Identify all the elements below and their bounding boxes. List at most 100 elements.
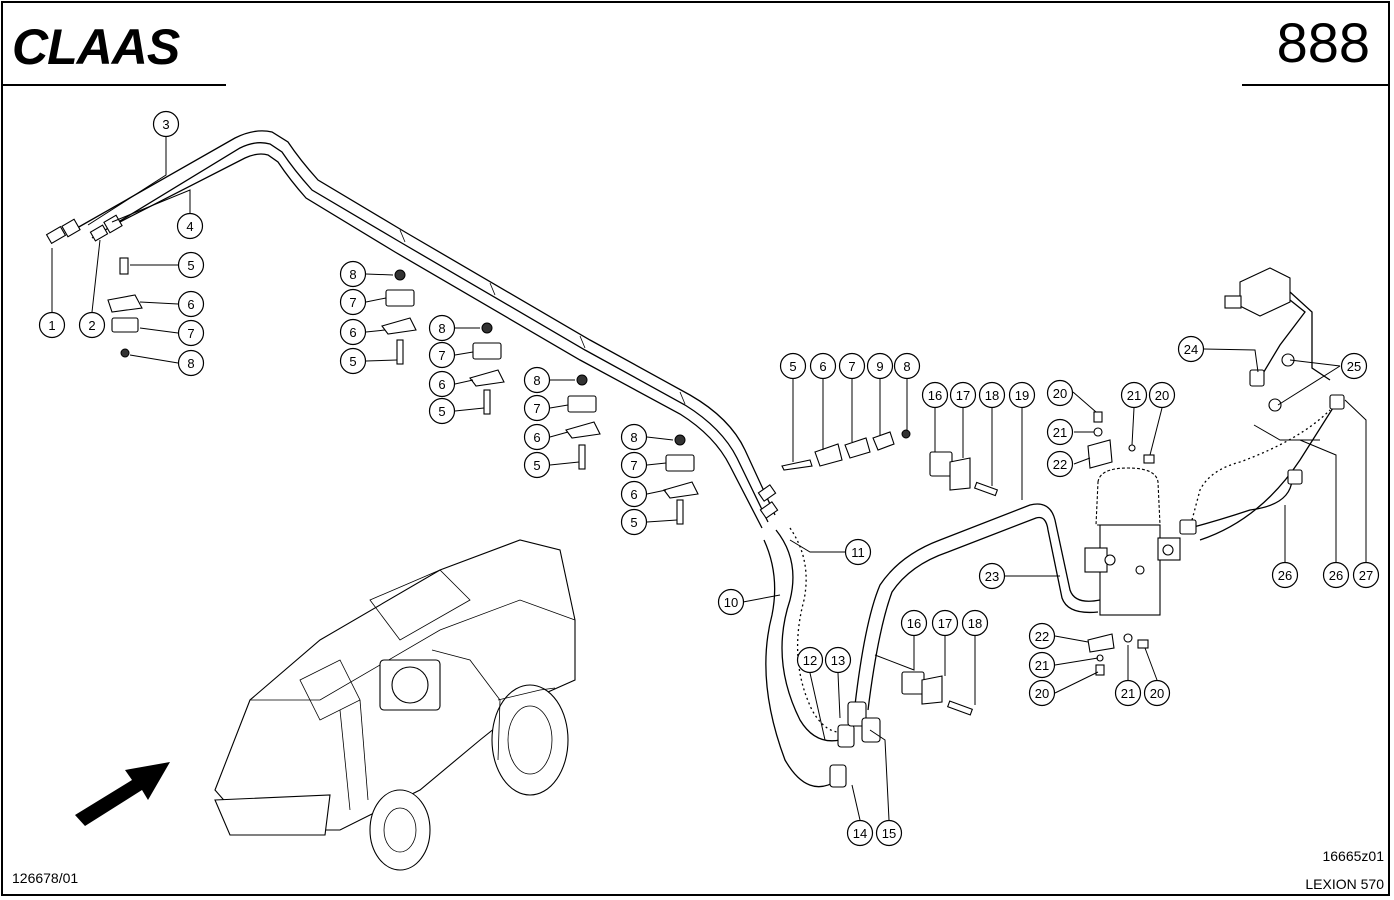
callout-20: 20 [1046, 379, 1074, 407]
callout-8: 8 [339, 260, 367, 288]
callout-circle [523, 423, 551, 451]
callout-circle [1028, 622, 1056, 650]
callout-circle [1046, 418, 1074, 446]
drawing-reference: 16665z01 [1322, 848, 1384, 864]
callout-number: 21 [1035, 658, 1049, 673]
callout-number: 20 [1150, 686, 1164, 701]
callout-17: 17 [931, 609, 959, 637]
callout-17: 17 [949, 381, 977, 409]
callout-number: 8 [533, 373, 540, 388]
callout-circle [1120, 381, 1148, 409]
callout-21: 21 [1046, 418, 1074, 446]
callout-circle [1352, 561, 1380, 589]
callout-5: 5 [523, 451, 551, 479]
callout-circle [961, 609, 989, 637]
callout-number: 6 [819, 359, 826, 374]
header-rule-left [2, 84, 226, 86]
callout-7: 7 [428, 341, 456, 369]
callout-circle [620, 508, 648, 536]
callout-circle [844, 538, 872, 566]
callout-8: 8 [620, 423, 648, 451]
callout-22: 22 [1046, 450, 1074, 478]
callout-circle [620, 480, 648, 508]
callout-circle [1008, 381, 1036, 409]
callout-number: 18 [985, 388, 999, 403]
callout-circle [1046, 379, 1074, 407]
callout-19: 19 [1008, 381, 1036, 409]
callout-number: 19 [1015, 388, 1029, 403]
callout-circle [796, 646, 824, 674]
callout-9: 9 [866, 352, 894, 380]
callout-number: 7 [187, 326, 194, 341]
callout-number: 10 [724, 595, 738, 610]
callout-number: 6 [533, 430, 540, 445]
callout-circle [1177, 335, 1205, 363]
callout-circle [78, 311, 106, 339]
callout-4: 4 [176, 212, 204, 240]
callout-3: 3 [152, 110, 180, 138]
brand-logo-text: CLAAS [12, 19, 180, 74]
callout-number: 5 [349, 354, 356, 369]
callout-circle [846, 819, 874, 847]
callout-circle [838, 352, 866, 380]
callout-15: 15 [875, 819, 903, 847]
callout-circle [177, 319, 205, 347]
callout-circle [1340, 352, 1368, 380]
callout-number: 8 [438, 321, 445, 336]
callout-6: 6 [523, 423, 551, 451]
callout-circle [875, 819, 903, 847]
callout-8: 8 [893, 352, 921, 380]
callout-circle [428, 341, 456, 369]
callout-number: 6 [630, 487, 637, 502]
valve-brackets-22 [1087, 411, 1155, 676]
callout-circle [978, 381, 1006, 409]
callout-number: 8 [349, 267, 356, 282]
callout-16: 16 [900, 609, 928, 637]
clamp-set-3 [469, 322, 505, 415]
callout-6: 6 [809, 352, 837, 380]
callout-number: 9 [876, 359, 883, 374]
callout-number: 5 [187, 258, 194, 273]
callout-23: 23 [978, 562, 1006, 590]
machine-model: LEXION 570 [1305, 876, 1384, 892]
callout-21: 21 [1028, 651, 1056, 679]
callout-6: 6 [428, 370, 456, 398]
callout-6: 6 [620, 480, 648, 508]
hose-assembly-right [1179, 394, 1345, 541]
callout-circle [921, 381, 949, 409]
callout-circle [1322, 561, 1350, 589]
callout-circle [1143, 679, 1171, 707]
callout-26: 26 [1322, 561, 1350, 589]
callout-6: 6 [339, 318, 367, 346]
callout-circle [1114, 679, 1142, 707]
callout-circle [176, 212, 204, 240]
callout-number: 1 [48, 318, 55, 333]
callout-number: 6 [438, 377, 445, 392]
leader-lines [51, 137, 1367, 821]
callout-number: 27 [1359, 568, 1373, 583]
callout-8: 8 [428, 314, 456, 342]
clamp-set-2 [381, 269, 417, 365]
callout-number: 13 [831, 653, 845, 668]
callout-circle [339, 347, 367, 375]
callout-circle [620, 451, 648, 479]
callout-circle [1271, 561, 1299, 589]
callout-20: 20 [1143, 679, 1171, 707]
callout-24: 24 [1177, 335, 1205, 363]
callout-number: 20 [1035, 686, 1049, 701]
clamp-set-4 [565, 374, 601, 470]
document-reference: 126678/01 [12, 870, 79, 886]
callout-circle [824, 646, 852, 674]
callout-number: 17 [938, 616, 952, 631]
callout-number: 5 [630, 515, 637, 530]
callout-number: 16 [928, 388, 942, 403]
callout-circle [523, 366, 551, 394]
callout-2: 2 [78, 311, 106, 339]
callout-21: 21 [1120, 381, 1148, 409]
page-number: 888 [1276, 11, 1370, 74]
callout-circle [900, 609, 928, 637]
callout-number: 22 [1053, 457, 1067, 472]
clamp-set-1 [107, 257, 143, 358]
